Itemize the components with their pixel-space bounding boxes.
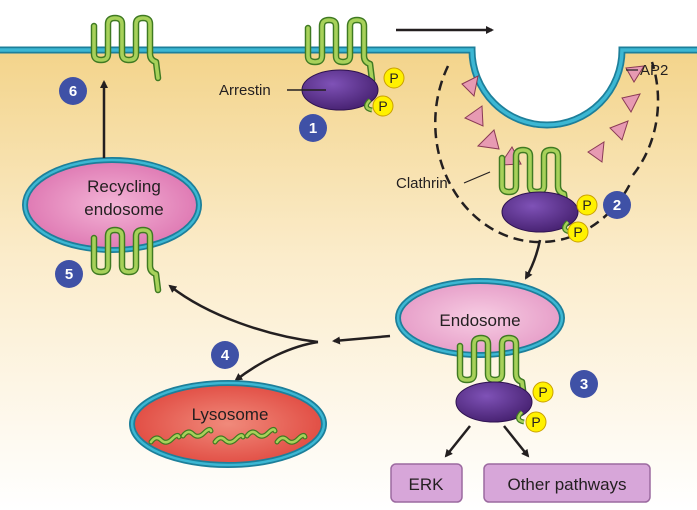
- phosphate-icon: P: [383, 67, 405, 89]
- svg-text:1: 1: [309, 120, 317, 137]
- step-badge-6: 6: [59, 77, 87, 105]
- lysosome-label: Lysosome: [192, 405, 269, 424]
- arrow-to-endosome: [524, 239, 542, 280]
- phosphate-icon: P: [576, 194, 598, 216]
- clathrin-coat: [434, 61, 660, 244]
- arrow-to-recycling: [168, 284, 319, 344]
- clathrin-label: Clathrin: [396, 175, 448, 192]
- svg-text:P: P: [538, 384, 547, 400]
- svg-text:P: P: [582, 197, 591, 213]
- svg-text:2: 2: [613, 197, 621, 214]
- svg-text:5: 5: [65, 266, 73, 283]
- step-badge-4: 4: [211, 341, 239, 369]
- step-badge-2: 2: [603, 191, 631, 219]
- svg-text:P: P: [389, 70, 398, 86]
- svg-text:P: P: [573, 224, 582, 240]
- other-pathways-label: Other pathways: [507, 475, 626, 494]
- arrow-to-erk: [444, 425, 471, 458]
- phosphate-icon: P: [372, 95, 394, 117]
- arrow-endosome-branch: [332, 334, 391, 345]
- svg-text:6: 6: [69, 83, 77, 100]
- recycling-endosome-label-line1: Recycling: [87, 177, 161, 196]
- svg-text:P: P: [531, 414, 540, 430]
- phosphate-icon: P: [567, 221, 589, 243]
- arrow-to-other-pathways: [503, 425, 530, 458]
- erk-label: ERK: [409, 475, 445, 494]
- arrestin-label: Arrestin: [219, 82, 271, 99]
- arrestin-icon: [455, 381, 533, 423]
- erk-box: [390, 463, 463, 503]
- phosphate-icon: P: [525, 411, 547, 433]
- svg-text:4: 4: [221, 347, 230, 364]
- svg-text:P: P: [378, 98, 387, 114]
- svg-text:3: 3: [580, 376, 588, 393]
- endosome-label: Endosome: [439, 311, 520, 330]
- other-pathways-box: [483, 463, 651, 503]
- step-badge-3: 3: [570, 370, 598, 398]
- recycling-endosome-label-line2: endosome: [84, 200, 163, 219]
- arrestin-icon: [501, 191, 579, 233]
- ap2-label: AP2: [640, 62, 668, 79]
- arrow-to-lysosome: [234, 340, 319, 382]
- step-badge-5: 5: [55, 260, 83, 288]
- step-badge-1: 1: [299, 114, 327, 142]
- phosphate-icon: P: [532, 381, 554, 403]
